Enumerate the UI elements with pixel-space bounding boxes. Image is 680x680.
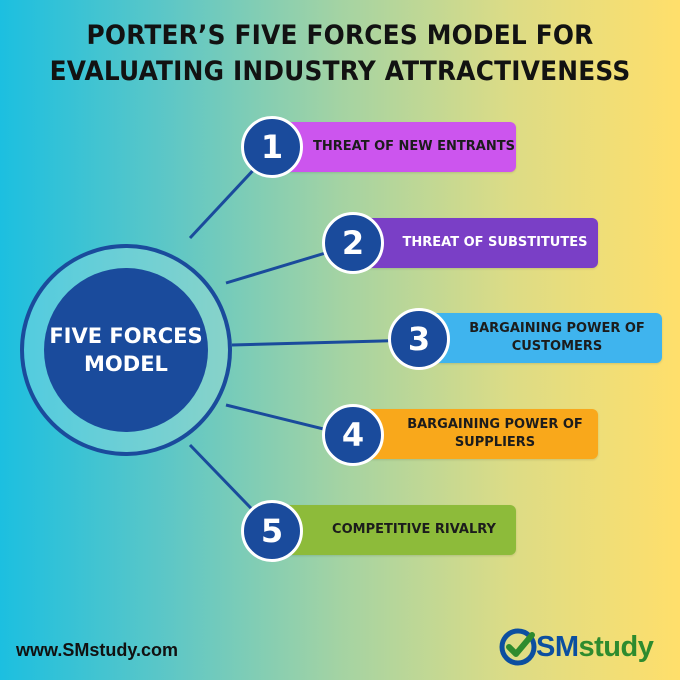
force-number-1: 1 xyxy=(260,128,284,166)
force-bar-2: THREAT OF SUBSTITUTES xyxy=(352,218,598,268)
force-number-3: 3 xyxy=(407,320,431,358)
hub-label: FIVE FORCES MODEL xyxy=(49,324,203,376)
force-number-badge-4: 4 xyxy=(322,404,384,466)
force-number-5: 5 xyxy=(260,512,284,550)
force-label-1: THREAT OF NEW ENTRANTS xyxy=(313,139,515,154)
force-number-2: 2 xyxy=(341,224,365,262)
force-bar-4: BARGAINING POWER OF SUPPLIERS xyxy=(352,409,598,459)
website-url: www.SMstudy.com xyxy=(16,640,179,660)
force-number-badge-1: 1 xyxy=(241,116,303,178)
force-number-badge-3: 3 xyxy=(388,308,450,370)
page-title: PORTER’S FIVE FORCES MODEL FOR EVALUATIN… xyxy=(49,20,631,87)
force-label-4: BARGAINING POWER OF SUPPLIERS xyxy=(407,417,583,450)
force-label-5: COMPETITIVE RIVALRY xyxy=(332,522,496,537)
force-label-3: BARGAINING POWER OF CUSTOMERS xyxy=(469,321,645,354)
smstudy-logo: SMstudy xyxy=(498,624,654,670)
logo-text-study: study xyxy=(578,630,654,663)
force-bar-1: THREAT OF NEW ENTRANTS xyxy=(272,122,516,172)
force-number-4: 4 xyxy=(341,416,365,454)
force-label-2: THREAT OF SUBSTITUTES xyxy=(402,235,588,250)
logo-text-sm: SM xyxy=(536,630,579,663)
logo-wordmark: SMstudy xyxy=(536,630,654,664)
connector-line-3 xyxy=(231,338,419,347)
force-bar-3: BARGAINING POWER OF CUSTOMERS xyxy=(418,313,662,363)
force-number-badge-5: 5 xyxy=(241,500,303,562)
hub-circle: FIVE FORCES MODEL xyxy=(44,268,208,432)
force-bar-5: COMPETITIVE RIVALRY xyxy=(272,505,516,555)
force-number-badge-2: 2 xyxy=(322,212,384,274)
checkmark-logo-icon xyxy=(499,628,537,666)
